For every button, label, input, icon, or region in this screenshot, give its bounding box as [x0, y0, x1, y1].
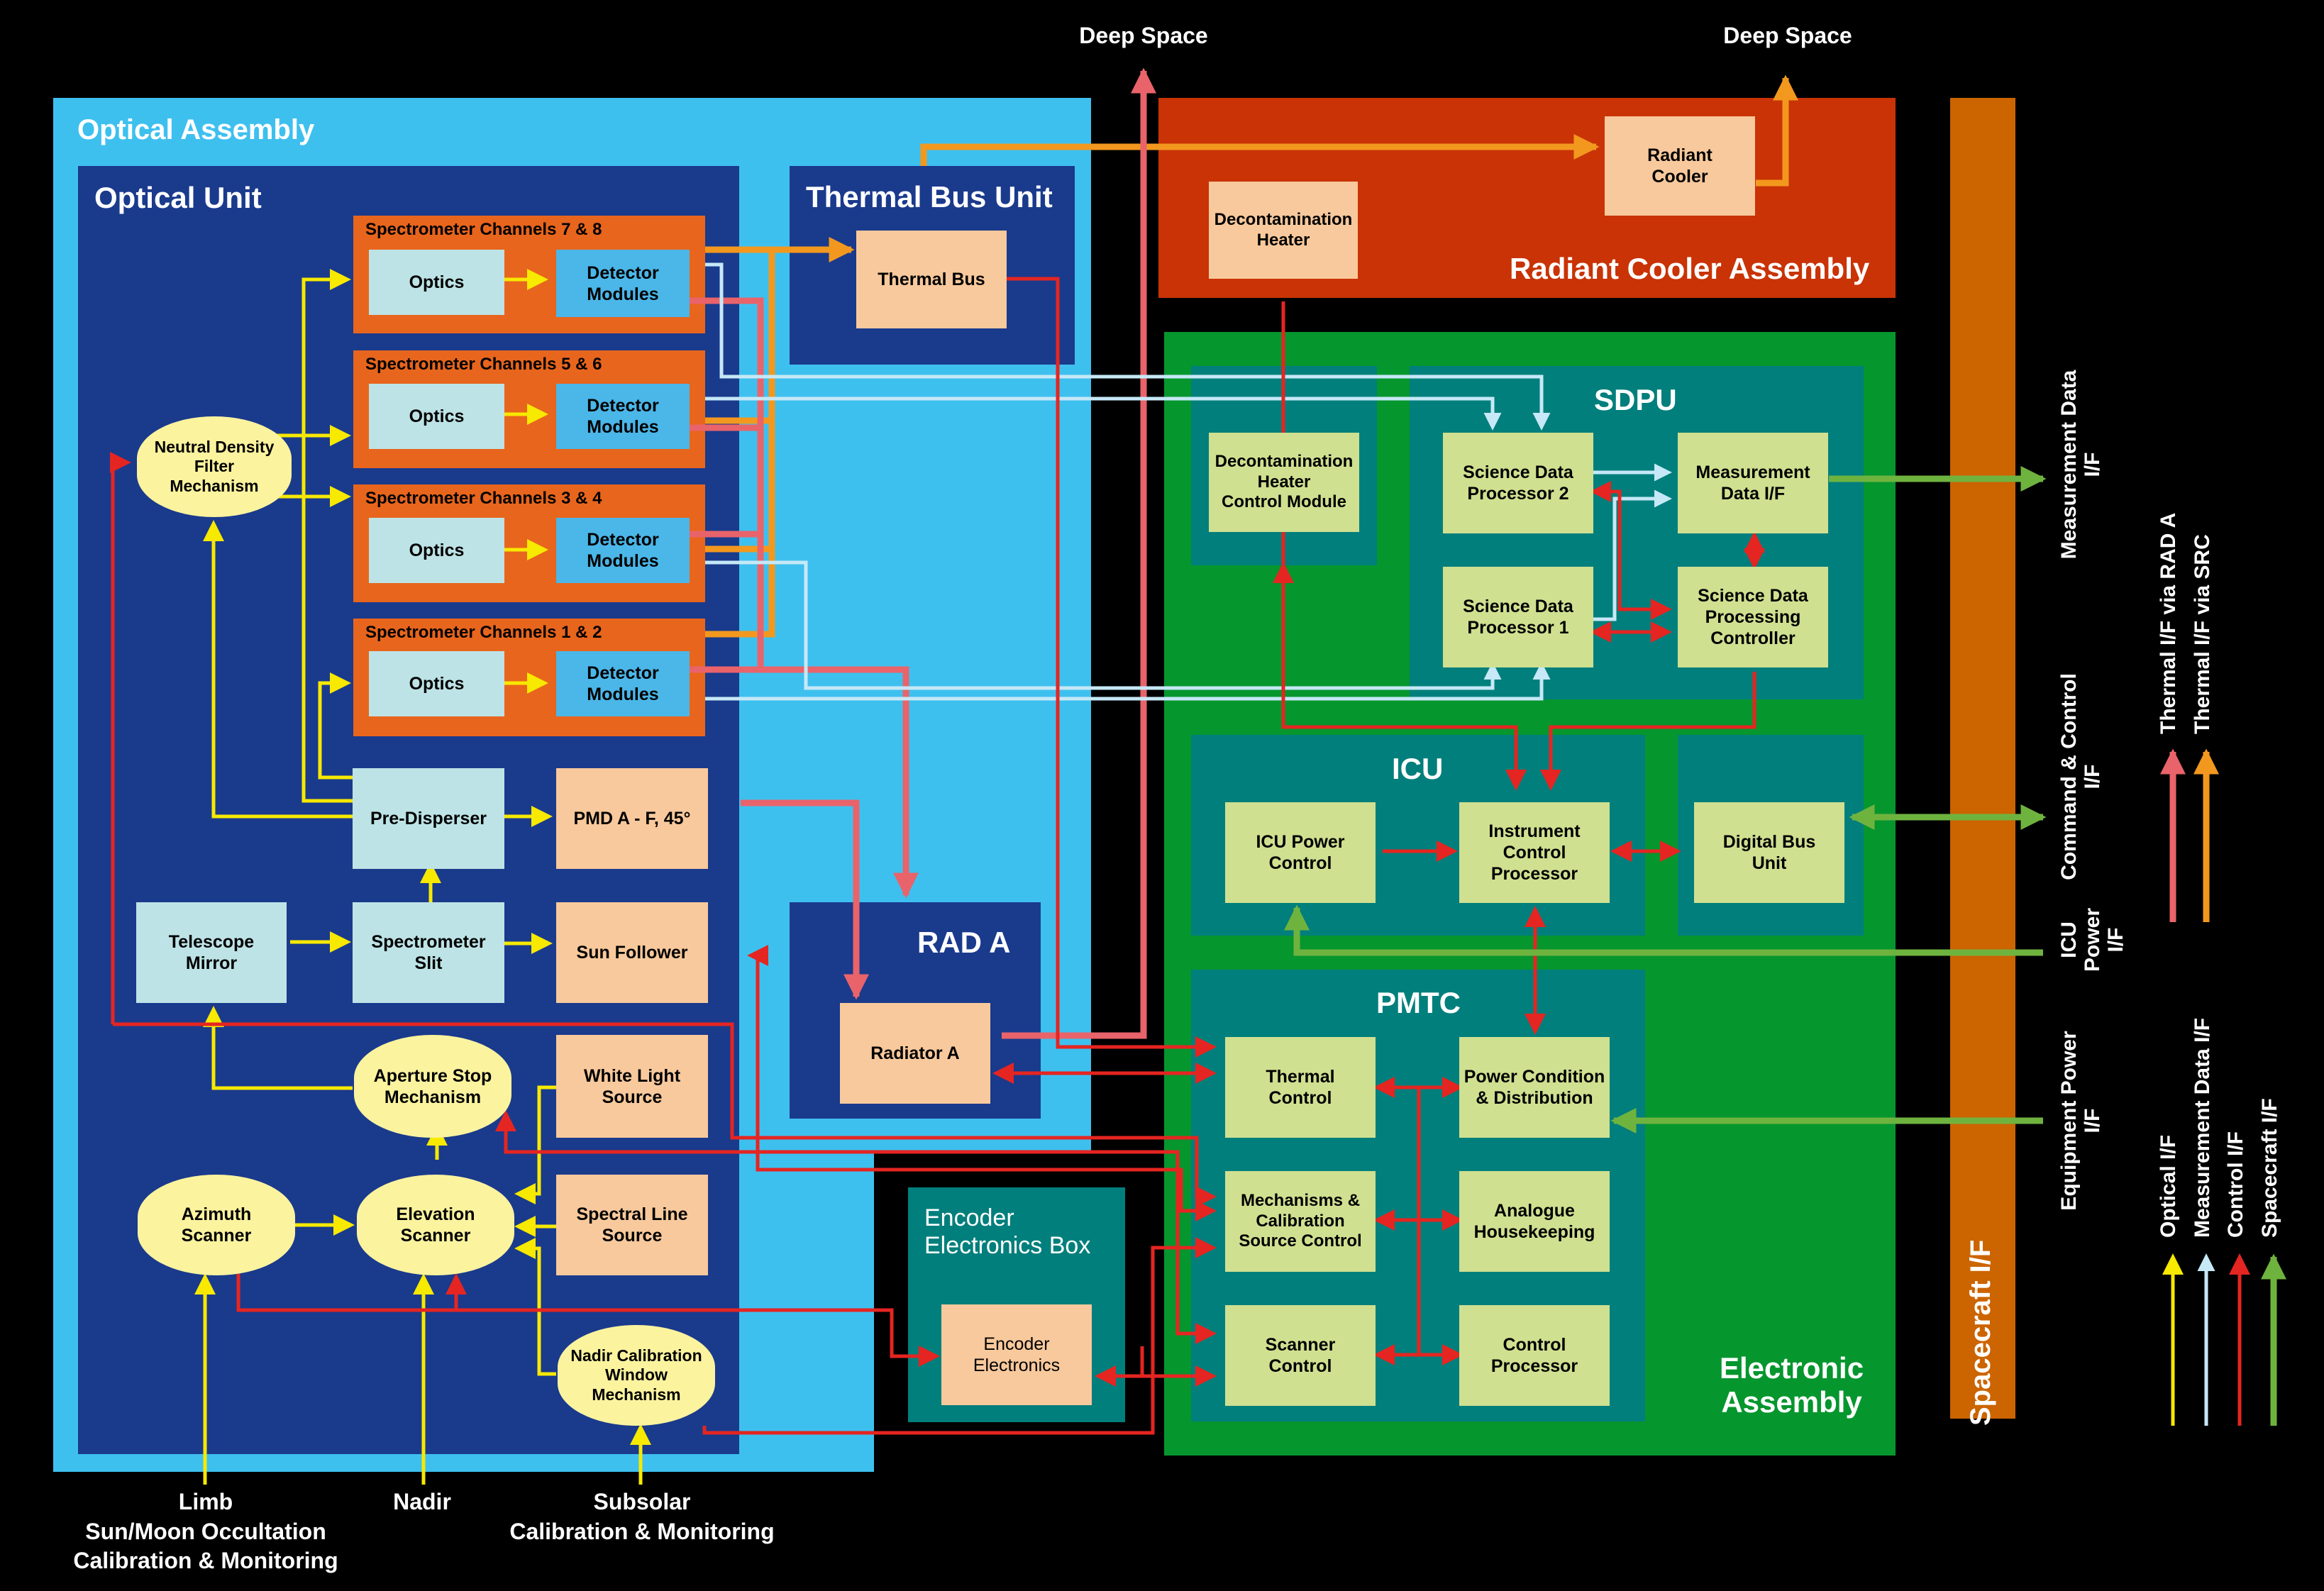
channel-34-detector[interactable]: Detector Modules: [556, 518, 690, 583]
channel-78-detector[interactable]: Detector Modules: [556, 250, 690, 317]
channel-56-detector[interactable]: Detector Modules: [556, 384, 690, 449]
telescope-mirror[interactable]: Telescope Mirror: [136, 902, 287, 1003]
power-condition-distribution[interactable]: Power Condition & Distribution: [1459, 1037, 1610, 1138]
channel-78-optics[interactable]: Optics: [369, 250, 504, 315]
rad-a-title: RAD A: [917, 926, 1011, 959]
scanner-control[interactable]: Scanner Control: [1225, 1305, 1376, 1406]
deep-space-label-2: Deep Space: [1723, 23, 1852, 48]
aperture-stop-mechanism[interactable]: Aperture Stop Mechanism: [354, 1035, 511, 1138]
spectral-line-source[interactable]: Spectral Line Source: [556, 1175, 708, 1275]
decontamination-heater-control-module[interactable]: Decontamination Heater Control Module: [1209, 433, 1359, 532]
equipment-power-if-label: Equipment Power I/F: [2057, 1031, 2104, 1211]
nadir-calibration-window-mechanism[interactable]: Nadir Calibration Window Mechanism: [558, 1325, 715, 1426]
sun-follower[interactable]: Sun Follower: [556, 902, 708, 1003]
legend-label-measurement: Measurement Data I/F: [2191, 1017, 2214, 1238]
decontamination-heater[interactable]: Decontamination Heater: [1209, 182, 1358, 279]
legend-label-thermal-src: Thermal I/F via SRC: [2191, 534, 2214, 734]
channel-34-title: Spectrometer Channels 3 & 4: [365, 488, 602, 508]
pre-disperser[interactable]: Pre-Disperser: [353, 768, 504, 869]
channel-12-detector[interactable]: Detector Modules: [556, 651, 690, 716]
radiant-cooler-assembly-title: Radiant Cooler Assembly: [1510, 252, 1870, 285]
legend-label-optical: Optical I/F: [2157, 1134, 2180, 1238]
elevation-scanner[interactable]: Elevation Scanner: [357, 1175, 514, 1275]
nadir-label: Nadir: [393, 1489, 451, 1514]
channel-78-title: Spectrometer Channels 7 & 8: [365, 219, 602, 239]
channel-56-optics[interactable]: Optics: [369, 384, 504, 449]
deep-space-label-1: Deep Space: [1079, 23, 1208, 48]
channel-34-optics[interactable]: Optics: [369, 518, 504, 583]
encoder-electronics-box-title: Encoder Electronics Box: [924, 1204, 1091, 1260]
icu-power-control[interactable]: ICU Power Control: [1225, 802, 1376, 903]
spectrometer-slit[interactable]: Spectrometer Slit: [353, 902, 504, 1003]
channel-12-optics[interactable]: Optics: [369, 651, 504, 716]
measurement-data-if-label: Measurement Data I/F: [2057, 370, 2104, 560]
digital-bus-unit[interactable]: Digital Bus Unit: [1694, 802, 1844, 903]
thermal-bus-unit-title: Thermal Bus Unit: [806, 180, 1053, 214]
science-data-processing-controller[interactable]: Science Data Processing Controller: [1678, 567, 1828, 667]
encoder-electronics[interactable]: Encoder Electronics: [941, 1304, 1092, 1405]
electronic-assembly-title: Electronic Assembly: [1720, 1351, 1864, 1419]
azimuth-scanner[interactable]: Azimuth Scanner: [138, 1175, 295, 1275]
command-control-if-label: Command & Control I/F: [2057, 673, 2104, 880]
science-data-processor-2[interactable]: Science Data Processor 2: [1443, 433, 1593, 533]
pmd-a-f[interactable]: PMD A - F, 45°: [556, 768, 708, 869]
icu-title: ICU: [1392, 752, 1444, 785]
pmtc-title: PMTC: [1376, 986, 1461, 1019]
channel-12-title: Spectrometer Channels 1 & 2: [365, 622, 602, 642]
subsolar-label: Subsolar Calibration & Monitoring: [509, 1489, 775, 1544]
radiant-cooler[interactable]: Radiant Cooler: [1605, 116, 1755, 216]
measurement-data-if[interactable]: Measurement Data I/F: [1678, 433, 1828, 533]
legend-label-control: Control I/F: [2224, 1131, 2247, 1238]
control-processor[interactable]: Control Processor: [1459, 1305, 1610, 1406]
mechanisms-calibration-source-control[interactable]: Mechanisms & Calibration Source Control: [1225, 1171, 1376, 1272]
instrument-control-processor[interactable]: Instrument Control Processor: [1459, 802, 1610, 903]
white-light-source[interactable]: White Light Source: [556, 1035, 708, 1138]
science-data-processor-1[interactable]: Science Data Processor 1: [1443, 567, 1593, 667]
optical-unit-title: Optical Unit: [94, 181, 262, 214]
spacecraft-if-bar: [1950, 98, 2015, 1419]
thermal-control[interactable]: Thermal Control: [1225, 1037, 1376, 1138]
spacecraft-if-title: Spacecraft I/F: [1965, 1239, 1996, 1426]
legend-label-thermal-rad-a: Thermal I/F via RAD A: [2157, 512, 2180, 734]
icu-power-if-label: ICU Power I/F: [2057, 907, 2127, 972]
limb-label: Limb Sun/Moon Occultation Calibration & …: [73, 1489, 338, 1574]
radiator-a[interactable]: Radiator A: [840, 1003, 990, 1104]
channel-56-title: Spectrometer Channels 5 & 6: [365, 354, 602, 374]
analogue-housekeeping[interactable]: Analogue Housekeeping: [1459, 1171, 1610, 1272]
thermal-bus[interactable]: Thermal Bus: [856, 231, 1007, 328]
sdpu-title: SDPU: [1594, 383, 1677, 416]
optical-assembly-title: Optical Assembly: [77, 114, 315, 145]
neutral-density-filter-mechanism[interactable]: Neutral Density Filter Mechanism: [137, 416, 292, 517]
legend-label-spacecraft: Spacecraft I/F: [2258, 1098, 2281, 1238]
